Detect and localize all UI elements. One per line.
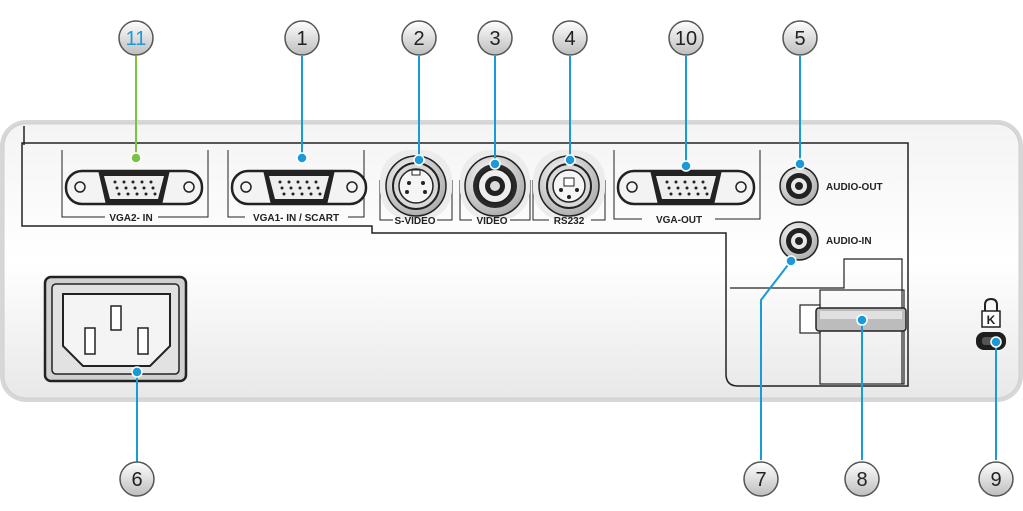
callout-4-number: 4 <box>564 28 575 50</box>
vga1-pin-grid <box>278 180 322 196</box>
callout-10: 10 <box>668 20 704 56</box>
s-video-label: S-VIDEO <box>394 216 435 227</box>
vga2-in-label: VGA2- IN <box>109 213 152 224</box>
lamp-door-outline <box>730 258 903 384</box>
vga-out-pin-grid <box>665 180 709 196</box>
callout-8-number: 8 <box>856 469 867 491</box>
audio-out-label: AUDIO-OUT <box>826 182 883 193</box>
leader-dots <box>130 152 1002 378</box>
callout-2: 2 <box>401 20 437 56</box>
rs232-label: RS232 <box>554 216 585 227</box>
audio-in-jack <box>779 221 819 261</box>
callout-11-number: 11 <box>126 28 147 50</box>
audio-out-jack <box>779 166 819 206</box>
callout-6: 6 <box>119 461 155 497</box>
callout-2-number: 2 <box>413 28 424 50</box>
callout-7: 7 <box>743 461 779 497</box>
callout-11: 11 <box>118 20 154 56</box>
port-label-frames <box>61 150 761 221</box>
power-socket-icon <box>43 275 188 383</box>
leader-lines <box>135 56 997 462</box>
callout-6-number: 6 <box>131 469 142 491</box>
vga1-in-label: VGA1- IN / SCART <box>253 213 339 224</box>
svg-text:K: K <box>987 313 996 327</box>
callout-7-number: 7 <box>755 469 766 491</box>
callout-1: 1 <box>284 20 320 56</box>
callout-8: 8 <box>844 461 880 497</box>
callout-5-number: 5 <box>794 28 805 50</box>
callout-10-number: 10 <box>675 28 697 50</box>
vga-out-label: VGA-OUT <box>656 215 702 226</box>
callout-9: 9 <box>978 461 1014 497</box>
callout-3: 3 <box>477 20 513 56</box>
callout-5: 5 <box>782 20 818 56</box>
leader-7 <box>760 260 792 460</box>
vga2-pin-grid <box>113 180 157 196</box>
video-port <box>460 150 530 220</box>
callout-9-number: 9 <box>990 469 1001 491</box>
callout-4: 4 <box>552 20 588 56</box>
callout-3-number: 3 <box>489 28 500 50</box>
callout-1-number: 1 <box>296 28 307 50</box>
connector-section-outline <box>21 142 909 387</box>
audio-in-label: AUDIO-IN <box>826 236 872 247</box>
video-label: VIDEO <box>476 216 507 227</box>
